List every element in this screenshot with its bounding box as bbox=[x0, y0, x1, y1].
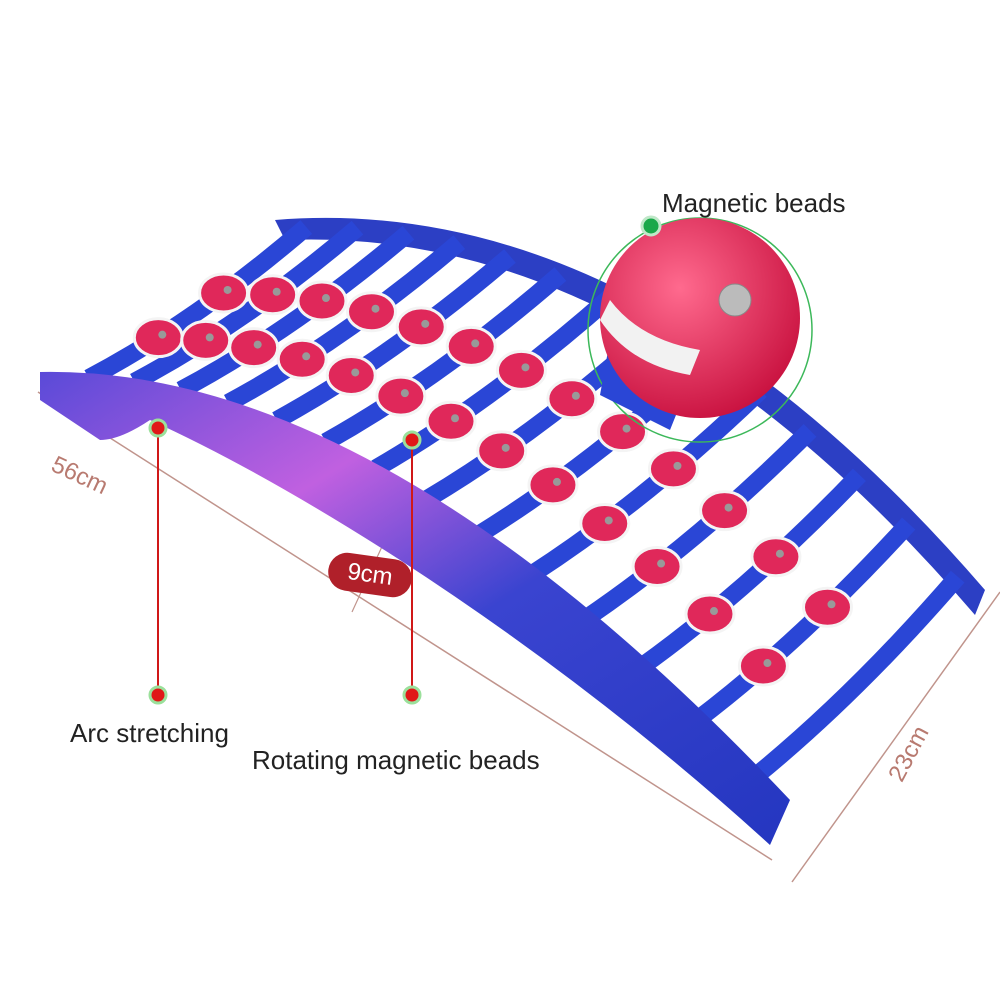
magnetic-bead bbox=[198, 272, 250, 314]
magnetic-bead bbox=[699, 490, 751, 532]
magnified-magnet bbox=[718, 283, 752, 317]
bead-magnet bbox=[775, 549, 784, 558]
magnetic-beads-label: Magnetic beads bbox=[662, 188, 846, 218]
magnetic-bead bbox=[495, 349, 547, 391]
bead-magnet bbox=[604, 516, 613, 525]
rod bbox=[745, 570, 965, 787]
bead-magnet bbox=[763, 659, 772, 668]
magnetic-bead bbox=[325, 354, 377, 396]
bead-magnet bbox=[302, 352, 311, 361]
magnetic-bead bbox=[247, 274, 299, 316]
rod bbox=[84, 220, 313, 387]
bead-magnet bbox=[552, 477, 561, 486]
bead-magnet bbox=[351, 368, 360, 377]
rod bbox=[580, 424, 817, 627]
rod bbox=[526, 383, 767, 583]
magnetic-bead bbox=[527, 464, 579, 506]
magnetic-bead bbox=[296, 280, 348, 322]
arc-stretching-label: Arc stretching bbox=[70, 718, 229, 748]
bead-magnet bbox=[521, 363, 530, 372]
magnetic-bead bbox=[750, 536, 802, 578]
rod bbox=[130, 220, 364, 390]
magnetic-bead bbox=[375, 375, 427, 417]
beads-group bbox=[132, 272, 853, 687]
bead-magnet bbox=[371, 304, 380, 313]
magnetic-bead bbox=[546, 378, 598, 420]
bead-magnet bbox=[158, 330, 167, 339]
bead-magnet bbox=[724, 503, 733, 512]
bead-magnet bbox=[400, 389, 409, 398]
magnetic-bead bbox=[228, 327, 280, 369]
magnetic-bead bbox=[445, 325, 497, 367]
rod bbox=[321, 267, 567, 450]
bead-magnet bbox=[673, 461, 682, 470]
front-frame bbox=[40, 371, 790, 845]
bead-magnet bbox=[657, 559, 666, 568]
bead-magnet bbox=[501, 443, 510, 452]
magnetic-bead bbox=[631, 546, 683, 588]
bead-magnet bbox=[571, 391, 580, 400]
bead-magnet bbox=[421, 319, 430, 328]
bead-magnet bbox=[827, 600, 836, 609]
width-dimension-line bbox=[791, 591, 1000, 883]
bead-magnet bbox=[451, 414, 460, 423]
magnetic-bead bbox=[180, 319, 232, 361]
bead-magnet bbox=[253, 340, 262, 349]
magnetic-bead bbox=[801, 586, 853, 628]
bead-magnet bbox=[622, 424, 631, 433]
magnetic-bead bbox=[132, 317, 184, 359]
magnetic-bead bbox=[647, 448, 699, 490]
length-dimension-line bbox=[37, 391, 773, 861]
magnified-bead bbox=[600, 218, 800, 418]
rotating-dot-top bbox=[402, 430, 422, 450]
magnified-bead-collar bbox=[600, 300, 700, 375]
magnetic-bead bbox=[345, 291, 397, 333]
magnetic-dot bbox=[640, 215, 662, 237]
rotating-beads-label: Rotating magnetic beads bbox=[252, 745, 540, 775]
magnetic-bead bbox=[579, 502, 631, 544]
bead-magnet bbox=[205, 333, 214, 342]
arc-dot-top bbox=[148, 418, 168, 438]
magnetic-bead bbox=[395, 306, 447, 348]
rod bbox=[223, 235, 466, 411]
rod bbox=[272, 249, 516, 429]
rod bbox=[371, 289, 617, 477]
magnetic-bead bbox=[597, 411, 649, 453]
bead-magnet bbox=[709, 607, 718, 616]
bead-magnet bbox=[223, 285, 232, 294]
magnetic-bead bbox=[425, 400, 477, 442]
magnetic-bead bbox=[684, 593, 736, 635]
rod bbox=[689, 517, 916, 729]
arc-dot-bottom bbox=[148, 685, 168, 705]
bead-magnet bbox=[471, 339, 480, 348]
magnetic-bead bbox=[276, 338, 328, 380]
rod bbox=[634, 468, 866, 676]
rod bbox=[176, 225, 415, 399]
rotating-dot-bottom bbox=[402, 685, 422, 705]
magnetic-bead bbox=[737, 645, 789, 687]
bead-magnet bbox=[272, 287, 281, 296]
bead-magnet bbox=[321, 294, 330, 303]
magnetic-bead bbox=[476, 430, 528, 472]
